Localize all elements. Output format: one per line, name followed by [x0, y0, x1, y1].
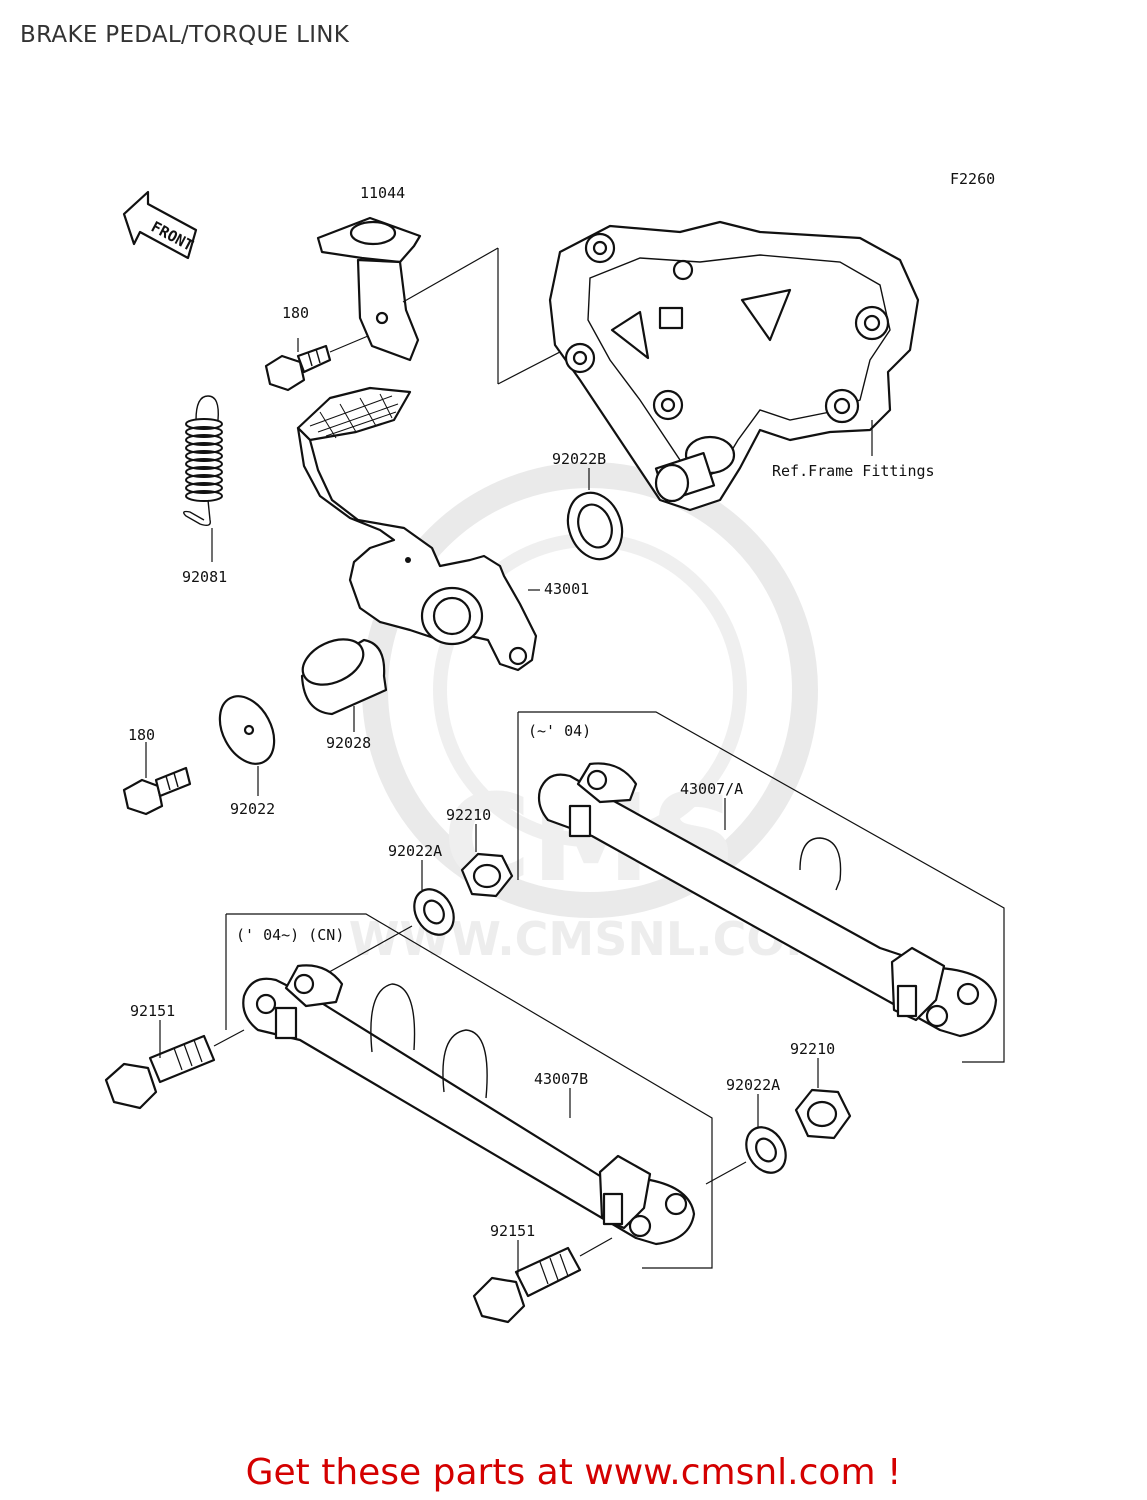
label-92081: 92081 [182, 568, 227, 586]
collar-92028 [300, 638, 388, 716]
label-180-top: 180 [282, 304, 309, 322]
label-11044: 11044 [360, 184, 405, 202]
page-title: BRAKE PEDAL/TORQUE LINK [20, 22, 350, 48]
label-92151-a: 92151 [130, 1002, 175, 1020]
label-180-mid: 180 [128, 726, 155, 744]
front-arrow-icon: FRONT [122, 190, 198, 260]
bolt-180-mid [122, 766, 192, 816]
bracket-11044 [316, 216, 422, 362]
label-92151-b: 92151 [490, 1222, 535, 1240]
torque-link-43007B [242, 964, 696, 1246]
washer-92022A-a [413, 888, 455, 936]
bolt-92151-b [472, 1246, 582, 1324]
reference-note: Ref.Frame Fittings [772, 462, 935, 480]
lower-link-group: (' 04~) (CN) [225, 913, 713, 1269]
figure-code: F2260 [950, 170, 995, 188]
label-43001: 43001 [544, 580, 589, 598]
washer-92022A-b [745, 1126, 787, 1174]
washer-92022 [218, 695, 276, 765]
spring-92081 [183, 395, 223, 527]
upper-link-group: (~' 04) [517, 711, 1005, 1063]
bolt-92151-a [104, 1034, 216, 1110]
bolt-180-top [264, 344, 332, 392]
washer-92022B [566, 491, 624, 561]
nut-92210-b [794, 1088, 852, 1140]
torque-link-43007A [537, 762, 998, 1038]
label-92022A-a: 92022A [388, 842, 442, 860]
frame-fitting [548, 220, 920, 512]
label-43007B: 43007B [534, 1070, 588, 1088]
label-92210-b: 92210 [790, 1040, 835, 1058]
pivot-pin [654, 435, 736, 503]
label-43007A: 43007/A [680, 780, 743, 798]
footer-link[interactable]: Get these parts at www.cmsnl.com ! [245, 1452, 902, 1493]
group-label-upper: (~' 04) [528, 722, 591, 740]
brake-pedal-43001 [296, 386, 538, 672]
label-92022B: 92022B [552, 450, 606, 468]
label-92022: 92022 [230, 800, 275, 818]
label-92210-a: 92210 [446, 806, 491, 824]
nut-92210-a [460, 852, 514, 898]
label-92028: 92028 [326, 734, 371, 752]
label-92022A-b: 92022A [726, 1076, 780, 1094]
group-label-lower: (' 04~) (CN) [236, 926, 344, 944]
